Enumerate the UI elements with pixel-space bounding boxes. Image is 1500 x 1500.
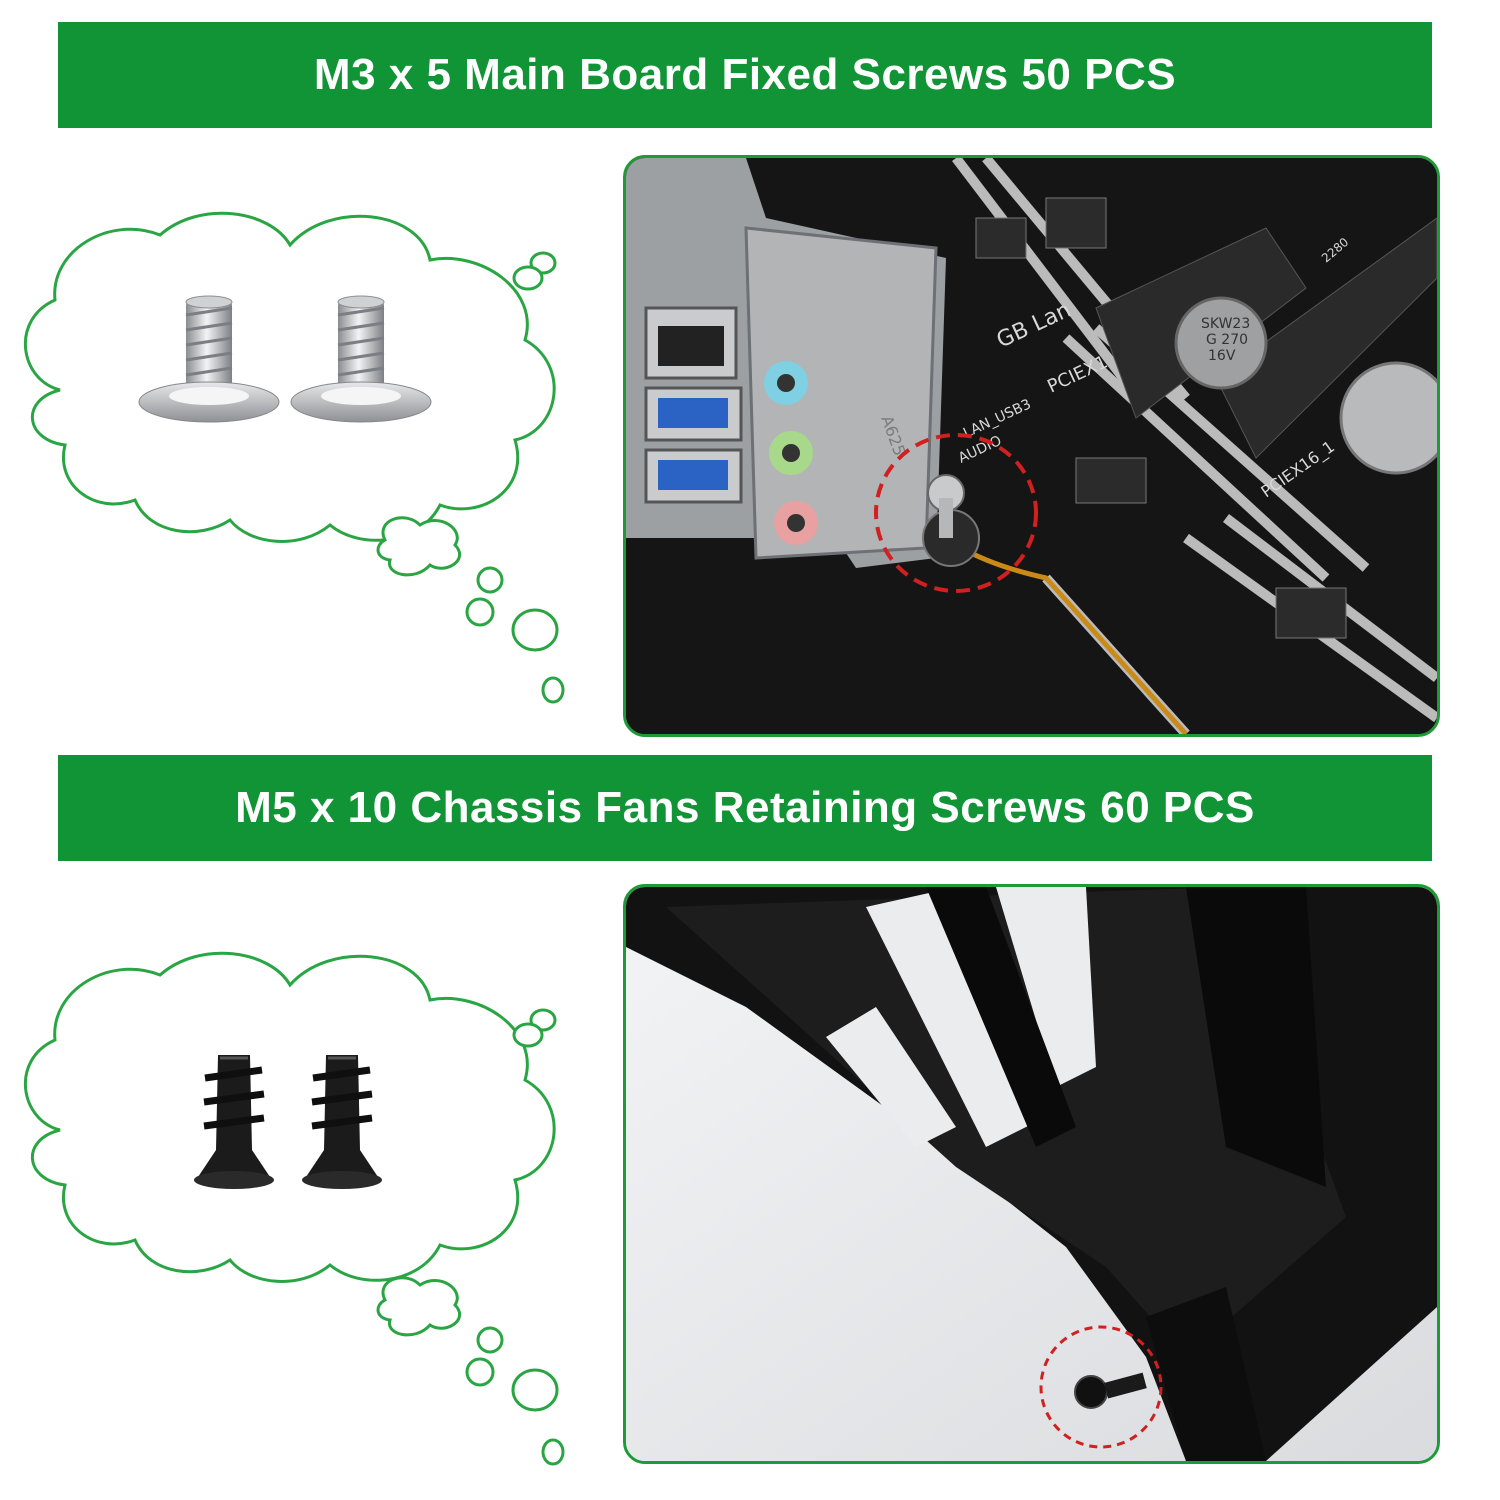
cap-marking-1: SKW23 — [1201, 316, 1250, 332]
cloud-outline — [23, 211, 556, 543]
silver-pan-head-screw-icon — [138, 295, 280, 423]
section-1-title-banner: M3 x 5 Main Board Fixed Screws 50 PCS — [58, 22, 1432, 128]
section-1-title: M3 x 5 Main Board Fixed Screws 50 PCS — [313, 50, 1177, 99]
black-self-tapping-screw-icon — [302, 1055, 382, 1189]
screw-highlight-circle — [1039, 1325, 1163, 1449]
cloud-outline — [23, 951, 556, 1283]
case-fan-corner-photo — [623, 884, 1440, 1464]
black-self-tapping-screw-icon — [194, 1055, 274, 1189]
cap-marking-3: 16V — [1208, 348, 1236, 364]
motherboard-io-area-photo: SKW23 G 270 16V A625 GB Lan PCIEX1 LAN_U… — [623, 155, 1440, 737]
section-2-title-banner: M5 x 10 Chassis Fans Retaining Screws 60… — [58, 755, 1432, 861]
screw-cloud-1 — [0, 190, 600, 710]
section-2-title: M5 x 10 Chassis Fans Retaining Screws 60… — [235, 783, 1255, 832]
cap-marking-2: G 270 — [1206, 332, 1248, 348]
silver-pan-head-screw-icon — [290, 295, 432, 423]
screw-cloud-2 — [0, 930, 600, 1470]
screw-highlight-circle — [874, 433, 1038, 593]
